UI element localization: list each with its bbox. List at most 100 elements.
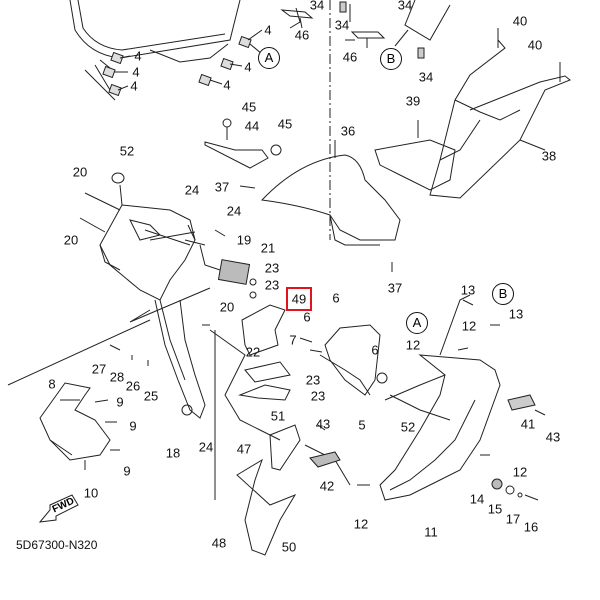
callout[interactable]: 26 xyxy=(125,378,141,394)
callout[interactable]: 12 xyxy=(405,337,421,353)
callout[interactable]: 14 xyxy=(469,491,485,507)
callout-highlighted[interactable]: 49 xyxy=(291,291,307,307)
callout[interactable]: 16 xyxy=(523,519,539,535)
front-cover-upper xyxy=(69,0,241,101)
bracket-5 xyxy=(319,324,388,396)
callout[interactable]: 36 xyxy=(340,123,356,139)
callout[interactable]: 44 xyxy=(244,118,260,134)
panel-47 xyxy=(269,424,301,471)
callout[interactable]: 38 xyxy=(541,148,557,164)
callout[interactable]: 43 xyxy=(545,429,561,445)
callout[interactable]: 8 xyxy=(48,376,56,392)
callout[interactable]: 5 xyxy=(358,417,366,433)
callout[interactable]: 23 xyxy=(264,277,280,293)
callout[interactable]: 41 xyxy=(520,416,536,432)
side-cover-38 xyxy=(429,28,571,199)
callout[interactable]: 45 xyxy=(277,116,293,132)
catalog-code: 5D67300-N320 xyxy=(16,538,98,552)
callout[interactable]: 9 xyxy=(129,418,137,434)
callout[interactable]: 48 xyxy=(211,535,227,551)
callout[interactable]: 37 xyxy=(214,179,230,195)
reference-mark-b[interactable]: B xyxy=(380,48,402,70)
callout[interactable]: 51 xyxy=(270,408,286,424)
fwd-arrow-shape xyxy=(38,494,79,523)
callout[interactable]: 4 xyxy=(134,48,142,64)
callout[interactable]: 22 xyxy=(245,344,261,360)
callout[interactable]: 4 xyxy=(130,78,138,94)
callout[interactable]: 47 xyxy=(236,441,252,457)
callout[interactable]: 13 xyxy=(508,306,524,322)
callout[interactable]: 23 xyxy=(264,260,280,276)
callout[interactable]: 10 xyxy=(83,485,99,501)
callout[interactable]: 20 xyxy=(63,232,79,248)
callout[interactable]: 45 xyxy=(241,99,257,115)
callout[interactable]: 7 xyxy=(289,332,297,348)
callout[interactable]: 34 xyxy=(309,0,325,13)
callout[interactable]: 6 xyxy=(303,309,311,325)
screw-37 xyxy=(239,185,393,272)
callout[interactable]: 52 xyxy=(400,419,416,435)
callout[interactable]: 6 xyxy=(371,342,379,358)
callout[interactable]: 4 xyxy=(132,64,140,80)
guide-lines xyxy=(7,287,471,500)
bracket-22-51 xyxy=(238,361,291,401)
callout[interactable]: 13 xyxy=(460,282,476,298)
callout[interactable]: 23 xyxy=(310,388,326,404)
callout[interactable]: 4 xyxy=(223,77,231,93)
callout[interactable]: 34 xyxy=(397,0,413,13)
callout[interactable]: 17 xyxy=(505,511,521,527)
callout[interactable]: 39 xyxy=(405,93,421,109)
washers xyxy=(491,478,539,501)
callout[interactable]: 46 xyxy=(294,27,310,43)
callout[interactable]: 34 xyxy=(334,17,350,33)
reference-mark-b[interactable]: B xyxy=(492,283,514,305)
inner-panel-left xyxy=(79,172,196,301)
clip-nut-group xyxy=(102,35,252,97)
callout[interactable]: 24 xyxy=(226,203,242,219)
callout[interactable]: 24 xyxy=(198,439,214,455)
bracket-19-21 xyxy=(184,224,257,299)
part-49 xyxy=(241,304,286,356)
callout[interactable]: 34 xyxy=(418,69,434,85)
callout[interactable]: 6 xyxy=(332,290,340,306)
callout[interactable]: 50 xyxy=(281,539,297,555)
callout[interactable]: 42 xyxy=(319,478,335,494)
callout[interactable]: 24 xyxy=(184,182,200,198)
highlight-box xyxy=(286,287,312,311)
reference-mark-a[interactable]: A xyxy=(406,312,428,334)
leader-lines xyxy=(114,4,355,91)
callout[interactable]: 37 xyxy=(387,280,403,296)
callout[interactable]: 4 xyxy=(244,59,252,75)
inner-panel-upper xyxy=(394,0,451,47)
callout[interactable]: 19 xyxy=(236,232,252,248)
callout[interactable]: 28 xyxy=(109,369,125,385)
side-bracket-lower xyxy=(154,299,206,419)
callout[interactable]: 12 xyxy=(461,318,477,334)
callout[interactable]: 15 xyxy=(487,501,503,517)
callout[interactable]: 52 xyxy=(119,143,135,159)
callout[interactable]: 40 xyxy=(527,37,543,53)
callout[interactable]: 18 xyxy=(165,445,181,461)
callout[interactable]: 40 xyxy=(512,13,528,29)
callout[interactable]: 20 xyxy=(72,164,88,180)
callout[interactable]: 21 xyxy=(260,240,276,256)
callout[interactable]: 20 xyxy=(219,299,235,315)
callout[interactable]: 43 xyxy=(315,416,331,432)
callout[interactable]: 9 xyxy=(116,394,124,410)
callout[interactable]: 23 xyxy=(305,372,321,388)
callout[interactable]: 25 xyxy=(143,388,159,404)
center-panel-36 xyxy=(260,140,401,246)
callout[interactable]: 27 xyxy=(91,361,107,377)
clip-34 xyxy=(339,1,425,59)
callout[interactable]: 11 xyxy=(424,524,438,540)
callout[interactable]: 12 xyxy=(512,464,528,480)
clamp-42 xyxy=(309,451,341,468)
callout[interactable]: 4 xyxy=(264,22,272,38)
gasket-plates xyxy=(280,9,386,48)
cover-48-50 xyxy=(236,458,297,556)
screws xyxy=(84,299,546,486)
callout[interactable]: 9 xyxy=(123,463,131,479)
callout[interactable]: 46 xyxy=(342,49,358,65)
reference-mark-a[interactable]: A xyxy=(258,47,280,69)
callout[interactable]: 12 xyxy=(353,516,369,532)
